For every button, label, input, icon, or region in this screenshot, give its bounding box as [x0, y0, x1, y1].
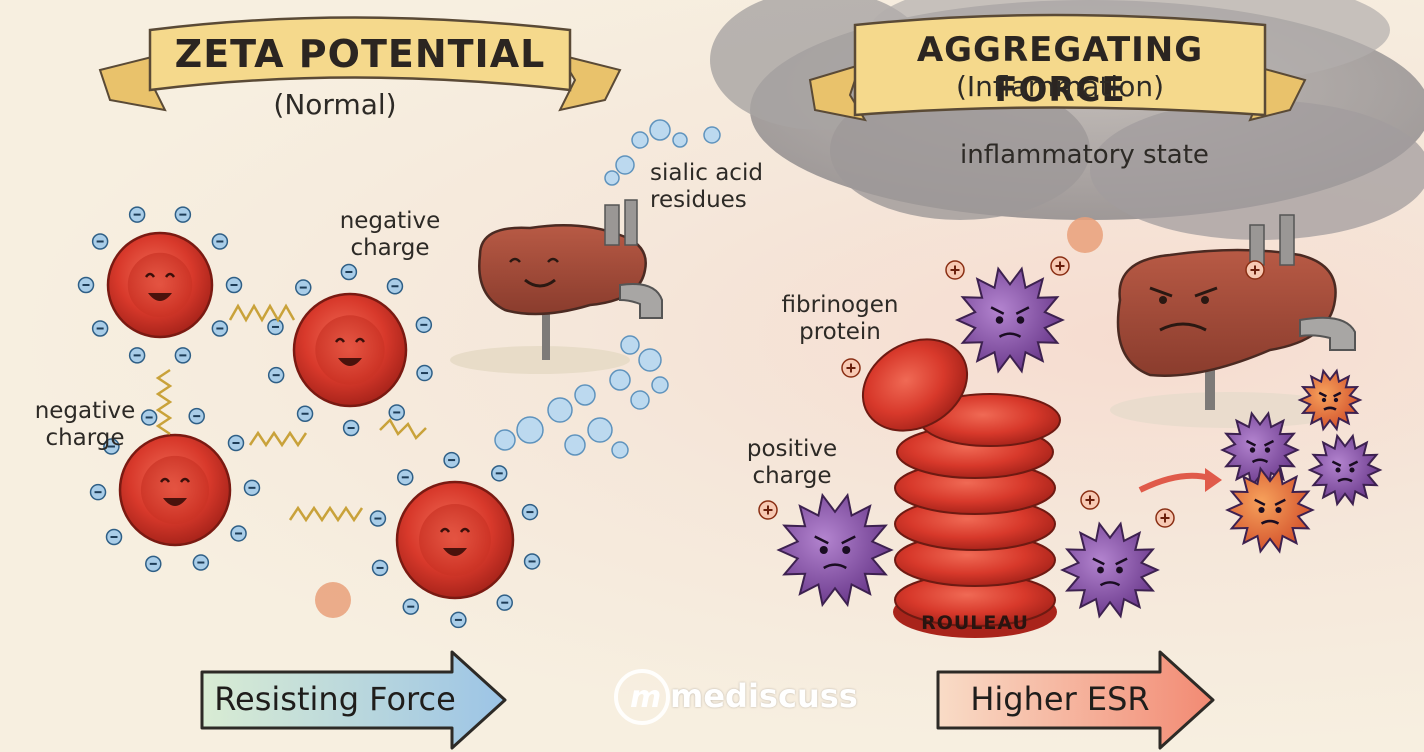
liver-angry [1110, 214, 1356, 428]
negative-ion [174, 347, 192, 364]
negative-ion [415, 316, 433, 334]
ribbon-right [808, 13, 1307, 122]
negative-ion [227, 434, 245, 452]
fibrinogen-spiky [1060, 521, 1160, 619]
negative-ion [225, 276, 243, 294]
negative-ion [523, 553, 541, 570]
left-title: ZETA POTENTIAL [174, 32, 546, 76]
negative-ion [340, 263, 358, 281]
arrow-resisting [200, 650, 507, 750]
negative-ion [140, 409, 158, 426]
negative-ion [397, 469, 414, 486]
left-rbc-group [77, 206, 541, 629]
brand-watermark: mediscuss [670, 677, 858, 715]
negative-ion [296, 405, 314, 422]
right-subtitle: (Inflammation) [956, 70, 1164, 103]
negative-ion [443, 451, 460, 469]
rouleau-stack [861, 338, 1061, 638]
negative-ion [105, 528, 123, 546]
negative-ion [521, 503, 539, 521]
liver-happy [450, 199, 663, 374]
negative-ion [174, 206, 192, 223]
negative-ion [416, 364, 433, 382]
negative-ion [295, 279, 312, 296]
label-inflammatory-state: inflammatory state [960, 140, 1209, 170]
negative-ion [192, 554, 210, 571]
negative-ion [450, 611, 467, 629]
negative-ion [103, 438, 120, 455]
negative-ion [386, 278, 404, 295]
rbc-cell [267, 263, 433, 437]
resisting-force-label: Resisting Force [214, 680, 456, 718]
positive-ion [945, 260, 965, 280]
ribbon-left [98, 16, 622, 112]
rbc-cell [369, 451, 541, 629]
positive-ion [1245, 260, 1265, 280]
arrow-higher-esr [936, 650, 1215, 750]
negative-ion [267, 366, 285, 384]
fibrinogen-spiky [1297, 368, 1363, 432]
positive-ion [758, 500, 778, 520]
negative-ion [145, 555, 162, 573]
negative-ion [89, 483, 107, 501]
negative-ion [211, 320, 229, 337]
mediscuss-logo-main [614, 669, 670, 725]
negative-ion [490, 465, 508, 482]
negative-ion [496, 594, 513, 611]
right-title: AGGREGATING FORCE [916, 30, 1204, 110]
mediscuss-logo-small-1 [315, 582, 351, 618]
negative-ion [188, 407, 205, 425]
left-subtitle: (Normal) [273, 88, 397, 121]
rouleau-label: ROULEAU [921, 612, 1029, 634]
label-positive-charge: positive charge [746, 436, 838, 490]
fibrinogen-group [776, 266, 1383, 619]
negative-ion [230, 525, 247, 542]
negative-ion [369, 510, 387, 527]
negative-ion [371, 559, 389, 577]
rbc-cell [77, 206, 243, 364]
negative-ion [128, 206, 146, 223]
label-negative-charge-top: negative charge [339, 208, 441, 262]
logo-letter: m [630, 680, 662, 715]
negative-ion [91, 320, 109, 337]
sialic-puffs [494, 119, 721, 459]
label-sialic-acid: sialic acid residues [650, 160, 763, 214]
fibrinogen-spiky [1225, 466, 1315, 554]
rbc-cell [89, 407, 261, 573]
negative-ion [91, 233, 109, 250]
positive-ion [1050, 256, 1070, 276]
repulsion-springs [155, 303, 427, 523]
negative-ion [211, 233, 229, 250]
negative-ion [342, 419, 360, 437]
label-negative-charge-left: negative charge [34, 398, 136, 452]
label-fibrinogen: fibrinogen protein [781, 292, 899, 346]
negative-ion [243, 479, 261, 497]
negative-ion [402, 598, 420, 615]
negative-ion [388, 404, 405, 421]
positive-ion [841, 358, 861, 378]
flow-arrow-curve [1138, 472, 1211, 493]
higher-esr-label: Higher ESR [970, 680, 1150, 718]
negative-ion [128, 347, 146, 364]
positive-ion [1080, 490, 1100, 510]
fibrinogen-spiky [776, 492, 894, 608]
positive-ions [758, 256, 1265, 528]
negative-ion [77, 276, 95, 294]
negative-ion [267, 318, 284, 336]
mediscuss-logo-small-2 [1067, 217, 1103, 253]
positive-ion [1155, 508, 1175, 528]
fibrinogen-spiky [955, 266, 1065, 374]
fibrinogen-spiky [1307, 433, 1383, 507]
